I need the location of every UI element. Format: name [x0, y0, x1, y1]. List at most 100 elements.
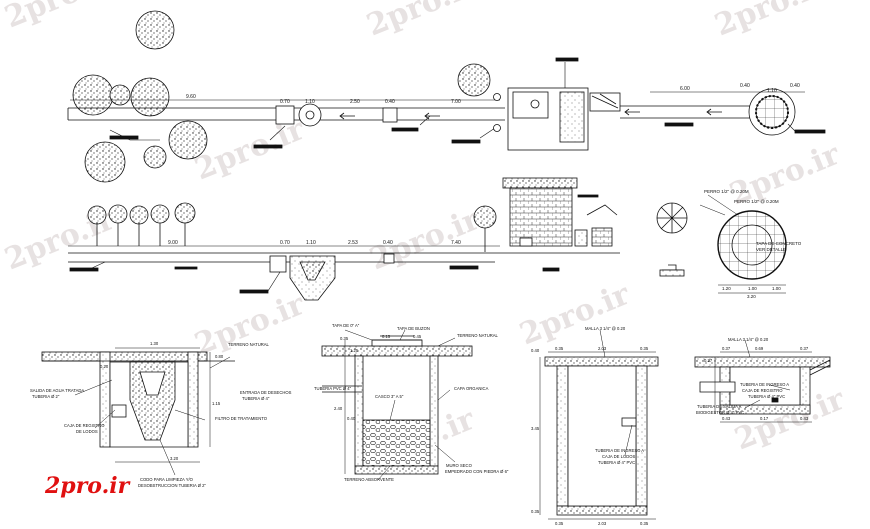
small-box-labels: MALLA 3 1/4" @ 0.20 TUBERIA DE INGRESO A…: [696, 337, 809, 421]
dim-label: 7.00: [451, 99, 461, 105]
note-label: TAPA DE CONCRETO: [756, 241, 802, 246]
dim-label: 0.45: [413, 334, 422, 339]
dim-label: 1.25: [350, 348, 359, 353]
annotation: CASCO 3" A 5": [375, 394, 404, 399]
dim-label: 1.00: [748, 286, 757, 291]
plan-trees: [72, 10, 491, 183]
large-box-detail: [539, 329, 659, 520]
dim-label: 0.40: [531, 348, 540, 353]
annotation: BIODIGESTOR Ø 4" PVC: [696, 410, 744, 415]
annotation: EMPEDRADO CON PIEDRA Ø 6": [445, 469, 509, 474]
dim-label: 0.35: [640, 346, 649, 351]
annotation: TUBERIA DE INGRESO A: [595, 448, 644, 453]
dim-label: 1.10: [306, 240, 316, 246]
dim-label: 0.40: [385, 99, 395, 105]
annotation: TUBERIA DE INGRESO A: [740, 382, 789, 387]
dim-label: 0.27: [704, 358, 713, 363]
annotation: TUBERIA Ø 2": [32, 394, 60, 399]
annotation: MURO SECO: [446, 463, 473, 468]
dim-label: 0.43: [800, 416, 809, 421]
plan-view: [67, 10, 826, 183]
dim-label: 9.00: [168, 240, 178, 246]
dim-label: 2.03: [598, 521, 607, 526]
large-box-labels: MALLA 3 1/4" @ 0.20 TUBERIA DE INGRESO A…: [531, 326, 649, 526]
dim-label: 0.40: [790, 83, 800, 89]
annotation: MALLA 3 1/4" @ 0.20: [728, 337, 769, 342]
dim-label: 0.35: [340, 336, 349, 341]
plan-dimensions: 9.60 0.70 1.10 2.50 0.40 7.00 6.00 0.40 …: [186, 83, 800, 105]
dim-label: 0.17: [760, 416, 769, 421]
cover-detail: [656, 194, 787, 294]
dim-label: 6.00: [680, 86, 690, 92]
annotation: CAPA ORGANICA: [454, 386, 489, 391]
dim-label: 1.00: [772, 286, 781, 291]
tank-labels: TERRENO NATURAL SALIDA DE AGUA TRATADA T…: [30, 341, 292, 488]
annotation: FILTRO DE TRATAMIENTO: [215, 416, 268, 421]
rebar-label: PERRO 1/2" @ 0.20M: [704, 189, 749, 194]
watermark: 2pro.ir: [190, 287, 311, 363]
watermark: 2pro.ir: [0, 0, 121, 35]
dim-label: 0.35: [531, 509, 540, 514]
annotation: MALLA 3 1/4" @ 0.20: [585, 326, 626, 331]
watermark: 2pro.ir: [710, 0, 831, 43]
watermark: 2pro.ir: [515, 277, 636, 353]
annotation: TERRENO NATURAL: [228, 342, 270, 347]
dim-label: 2.40: [334, 406, 343, 411]
annotation: DESOBSTRUCCION TUBERIA Ø 2": [138, 483, 206, 488]
dim-label: 0.15: [382, 334, 391, 339]
dim-label: 0.40: [383, 240, 393, 246]
dim-label: 2.53: [348, 240, 358, 246]
annotation: TUBERIA Ø 4" PVC: [598, 460, 635, 465]
dim-label: 7.40: [451, 240, 461, 246]
rebar-label: PERRO 1/2" @ 0.20M: [734, 199, 779, 204]
dim-label: 0.40: [740, 83, 750, 89]
annotation: TUBERIA DE SALIDA A: [697, 404, 742, 409]
annotation: CODO PARA LIMPIEZA Y/O: [140, 477, 194, 482]
dim-label: 0.37: [722, 346, 731, 351]
pit-detail: [321, 329, 473, 481]
annotation: TERRENO NATURAL: [457, 333, 499, 338]
annotation: CAJA DE REGISTRO: [742, 388, 783, 393]
annotation: CAJA DE LODOS: [602, 454, 635, 459]
section-view: [68, 177, 620, 301]
dim-label: 1.30: [150, 341, 159, 346]
dim-label: 0.35: [640, 521, 649, 526]
annotation: TAPA DE BUZON: [397, 326, 430, 331]
annotation: TUBERIA Ø 4": [242, 396, 270, 401]
section-trees: [87, 202, 497, 252]
dim-label: 1.20: [722, 286, 731, 291]
dim-label: 3.20: [747, 294, 756, 299]
annotation: TUBERIA Ø 4" PVC: [748, 394, 785, 399]
note-label: VER DETALLE: [756, 247, 786, 252]
tank-detail: [41, 347, 235, 476]
annotation: TAPA DE 0" A": [332, 323, 360, 328]
pit-labels: TAPA DE 0" A" TAPA DE BUZON TERRENO NATU…: [314, 323, 509, 482]
watermark: 2pro.ir: [362, 0, 483, 43]
annotation: SALIDA DE AGUA TRATADA: [30, 388, 84, 393]
dim-label: 2.50: [350, 99, 360, 105]
dim-label: 1.15: [212, 401, 221, 406]
annotation: DE LODOS: [76, 429, 98, 434]
dim-label: 0.35: [555, 521, 564, 526]
cover-labels: PERRO 1/2" @ 0.20M PERRO 1/2" @ 0.20M TA…: [704, 189, 802, 299]
dim-label: 3.45: [531, 426, 540, 431]
annotation: CAJA DE REGISTRO: [64, 423, 105, 428]
dim-label: 9.60: [186, 94, 196, 100]
dim-label: 0.69: [755, 346, 764, 351]
dim-label: 0.43: [722, 416, 731, 421]
small-box-detail: [694, 339, 831, 423]
dim-label: 0.20: [100, 364, 109, 369]
dim-label: 0.35: [555, 346, 564, 351]
dim-label: 1.10: [305, 99, 315, 105]
dim-label: 1.10: [767, 88, 777, 94]
dim-label: 0.40: [347, 416, 356, 421]
site-logo: 2pro.ir: [44, 473, 131, 499]
annotation: TUBERIA PVC Ø 4": [314, 386, 352, 391]
dim-label: 0.70: [280, 99, 290, 105]
dim-label: 0.80: [215, 354, 224, 359]
annotation: ENTRADA DE DESECHOS: [240, 390, 292, 395]
section-dimensions: 9.00 0.70 1.10 2.53 0.40 7.40: [168, 240, 461, 246]
dim-label: 0.37: [800, 346, 809, 351]
dim-label: 2.03: [598, 346, 607, 351]
